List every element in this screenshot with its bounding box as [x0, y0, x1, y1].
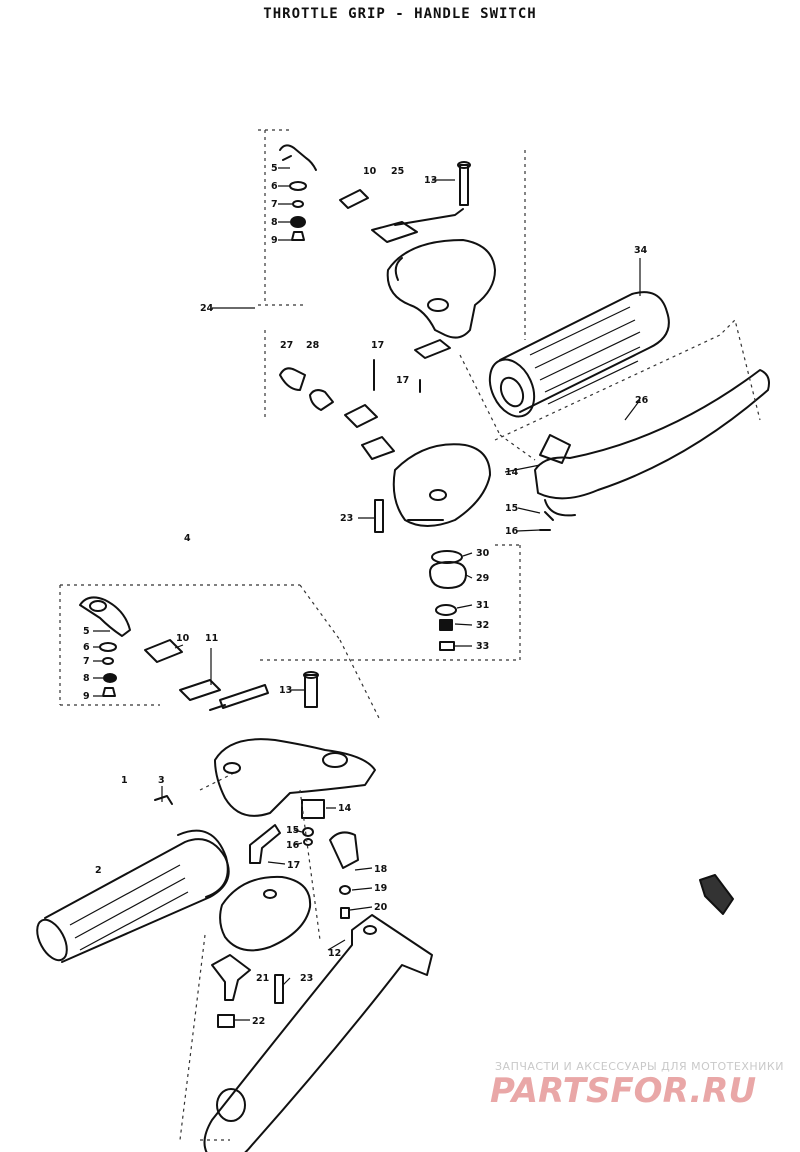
callout-23-upper: 23: [340, 513, 353, 524]
callout-20: 20: [374, 902, 388, 913]
callout-27: 27: [280, 340, 293, 351]
callout-3: 3: [158, 775, 165, 786]
callout-10-lower: 10: [176, 633, 190, 644]
callout-30: 30: [476, 548, 490, 559]
callout-18: 18: [374, 864, 388, 875]
watermark-logo: PARTSFOR.RU: [490, 1071, 756, 1111]
callout-9-lower: 9: [83, 691, 90, 702]
callout-10-upper: 10: [363, 166, 377, 177]
callout-8-lower: 8: [83, 673, 90, 684]
callout-34: 34: [634, 245, 648, 256]
callout-14-lower: 14: [338, 803, 352, 814]
callout-24: 24: [200, 303, 214, 314]
callout-26: 26: [635, 395, 649, 406]
callout-19: 19: [374, 883, 387, 894]
callout-17-lower: 17: [287, 860, 300, 871]
upper-assembly: [258, 129, 770, 661]
callout-21: 21: [256, 973, 269, 984]
callout-5-upper: 5: [271, 163, 278, 174]
callout-6-upper: 6: [271, 181, 278, 192]
callout-32: 32: [476, 620, 489, 631]
callout-16-upper: 16: [505, 526, 519, 537]
callout-7-lower: 7: [83, 656, 90, 667]
callout-33: 33: [476, 641, 489, 652]
callout-14-upper: 14: [505, 467, 519, 478]
callout-13-upper: 13: [424, 175, 437, 186]
callout-15-upper: 15: [505, 503, 518, 514]
lower-assembly: [36, 584, 433, 1152]
callout-23-lower: 23: [300, 973, 313, 984]
callout-12: 12: [328, 948, 341, 959]
callout-17-upper-a: 17: [371, 340, 384, 351]
diagram-title: THROTTLE GRIP - HANDLE SWITCH: [263, 6, 537, 22]
callout-8-upper: 8: [271, 217, 278, 228]
callout-22: 22: [252, 1016, 265, 1027]
callout-2: 2: [95, 865, 102, 876]
leader-lines: [93, 167, 641, 1021]
callout-31: 31: [476, 600, 489, 611]
callout-25: 25: [391, 166, 404, 177]
callout-16-lower: 16: [286, 840, 300, 851]
watermark-tagline: ЗАПЧАСТИ И АКСЕССУАРЫ ДЛЯ МОТОТЕХНИКИ: [495, 1060, 784, 1073]
callout-13-lower: 13: [279, 685, 292, 696]
direction-arrow-icon: [699, 874, 734, 915]
callout-7-upper: 7: [271, 199, 278, 210]
callout-4: 4: [184, 533, 191, 544]
callout-11: 11: [205, 633, 218, 644]
callout-15-lower: 15: [286, 825, 299, 836]
callout-5-lower: 5: [83, 626, 90, 637]
watermark: ЗАПЧАСТИ И АКСЕССУАРЫ ДЛЯ МОТОТЕХНИКИ PA…: [490, 1060, 784, 1111]
callout-17-upper-b: 17: [396, 375, 409, 386]
callout-labels: 5 6 7 8 9 10 25 13 34 24 27 28 17 17 26 …: [83, 163, 649, 1027]
callout-1: 1: [121, 775, 128, 786]
callout-28: 28: [306, 340, 320, 351]
callout-9-upper: 9: [271, 235, 278, 246]
callout-29: 29: [476, 573, 489, 584]
callout-6-lower: 6: [83, 642, 90, 653]
